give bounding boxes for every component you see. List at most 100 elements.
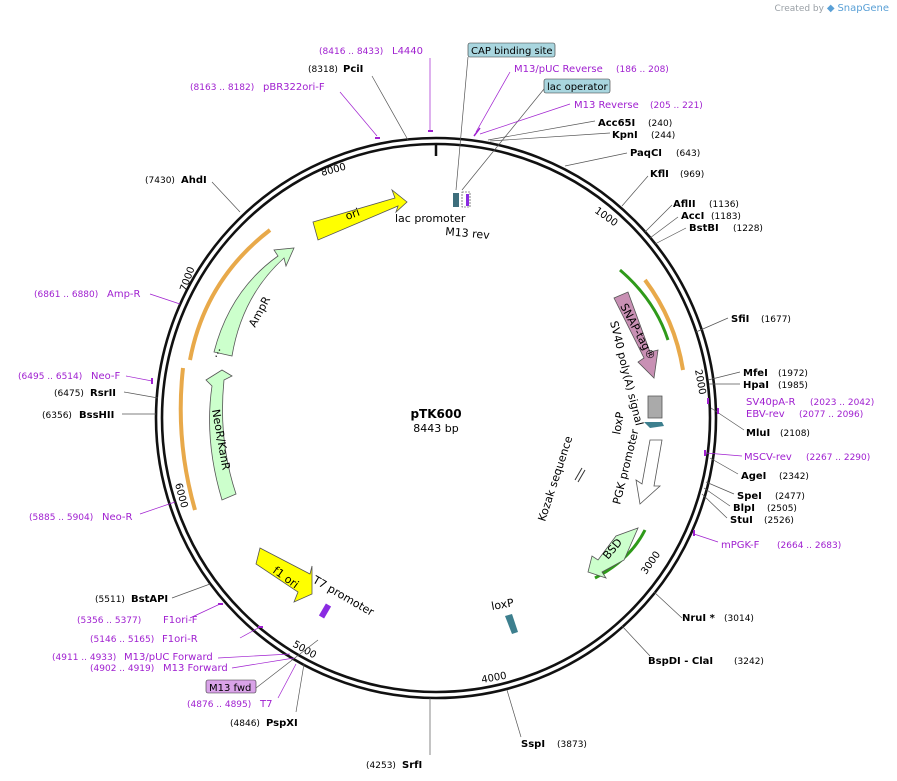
primer-m13-puc-reverse[interactable]: M13/pUC Reverse [514, 64, 603, 75]
enzyme-kfli[interactable]: KflI [650, 169, 669, 180]
enzyme-pspxi[interactable]: PspXI [266, 718, 298, 729]
ebv-rev-mark [717, 408, 719, 414]
m13-rev-label: M13 rev [445, 225, 491, 242]
enzyme-paqci[interactable]: PaqCI [630, 148, 662, 159]
t7-leader [277, 663, 297, 699]
primer-sv40pa-r[interactable]: SV40pA-R [746, 397, 795, 408]
feature-f1-ori[interactable] [255, 547, 313, 603]
enzyme-kfli-pos: (969) [680, 170, 704, 180]
primer-mscv-rev[interactable]: MSCV-rev [744, 452, 792, 463]
enzyme-rsrii-pos: (6475) [54, 389, 84, 399]
amp-r-leader [149, 293, 181, 305]
f1ori-f-leader [189, 603, 221, 619]
m13-puc-rev-mark [473, 127, 481, 137]
m13-puc-rev-leader [475, 71, 511, 133]
loxp-2-label: loxP [490, 596, 515, 613]
primer-t7[interactable]: T7 [259, 699, 272, 710]
primer-m13-puc-reverse-pos: (186 .. 208) [616, 65, 669, 75]
primer-mpgk-f-pos: (2664 .. 2683) [777, 541, 841, 551]
feature-loxp-1[interactable] [644, 422, 664, 428]
bstapi-leader [171, 583, 211, 599]
enzyme-bsshii-pos: (6356) [42, 411, 72, 421]
primer-m13-puc-forward[interactable]: M13/pUC Forward [124, 652, 213, 663]
mpgk-f-leader [693, 533, 719, 543]
feature-ori[interactable] [312, 188, 408, 241]
enzyme-bstapi[interactable]: BstAPI [131, 594, 168, 605]
badge-brand: SnapGene [837, 3, 889, 14]
snapgene-logo-icon: ◆ [826, 3, 835, 14]
primer-m13-reverse-pos: (205 .. 221) [650, 101, 703, 111]
lac-promoter-label: lac promoter [395, 212, 466, 225]
feature-ampr[interactable] [213, 247, 295, 357]
enzyme-blpi[interactable]: BlpI [733, 503, 755, 514]
enzyme-stui[interactable]: StuI [730, 515, 753, 526]
neo-orange-arc [178, 367, 197, 511]
enzyme-rsrii[interactable]: RsrII [90, 388, 116, 399]
enzyme-paqci-pos: (643) [676, 149, 700, 159]
enzyme-hpai[interactable]: HpaI [743, 380, 769, 391]
enzyme-sspi[interactable]: SspI [521, 739, 545, 750]
amp-orange-arc [188, 228, 272, 361]
kozak-mark-b [577, 469, 586, 483]
primer-ebv-rev-pos: (2077 .. 2096) [799, 410, 863, 420]
feature-pgk-promoter[interactable] [635, 439, 663, 505]
primer-neo-f[interactable]: Neo-F [91, 371, 121, 382]
kozak-mark-a [574, 467, 583, 481]
spei-leader [705, 481, 735, 495]
feature-ori-label: ori [344, 206, 362, 223]
primer-pbr322ori-f-pos: (8163 .. 8182) [190, 83, 254, 93]
tick-4000: 4000 [481, 671, 508, 686]
enzyme-agei-pos: (2342) [779, 472, 809, 482]
enzyme-bstbi[interactable]: BstBI [689, 223, 719, 234]
primer-neo-r[interactable]: Neo-R [102, 512, 133, 523]
paqci-leader [564, 152, 628, 167]
primer-mpgk-f[interactable]: mPGK-F [721, 540, 760, 551]
sspi-leader [506, 689, 522, 738]
feature-t7-promoter[interactable] [318, 603, 332, 619]
primer-f1ori-r[interactable]: F1ori-R [162, 634, 198, 645]
enzyme-spei[interactable]: SpeI [737, 491, 762, 502]
feature-bsd[interactable] [587, 527, 639, 579]
f1ori-f-mark [218, 603, 223, 605]
enzyme-mlui[interactable]: MluI [746, 428, 770, 439]
feature-neor-kanr[interactable] [205, 369, 237, 501]
enzyme-ahdi[interactable]: AhdI [181, 175, 207, 186]
enzyme-pcii[interactable]: PciI [343, 64, 363, 75]
primer-f1ori-f[interactable]: F1ori-F [163, 615, 198, 626]
enzyme-nrui[interactable]: NruI * [682, 613, 716, 624]
cap-binding-label[interactable]: CAP binding site [471, 46, 553, 57]
m13-fwd-leader [255, 639, 319, 689]
primer-m13-forward-pos: (4902 .. 4919) [90, 664, 154, 674]
feature-loxp-2[interactable] [505, 614, 518, 634]
enzyme-srfi[interactable]: SrfI [402, 760, 422, 771]
mscv-rev-mark [704, 450, 706, 456]
enzyme-mfei-pos: (1972) [778, 369, 808, 379]
enzyme-sfii[interactable]: SfiI [731, 314, 749, 325]
m13-puc-fwd-leader [217, 653, 291, 659]
nrui-leader [653, 591, 683, 619]
feature-sv40-polya[interactable] [647, 395, 663, 419]
enzyme-acc65i[interactable]: Acc65I [598, 118, 635, 129]
bspdi-leader [621, 625, 651, 657]
feature-snap-tag[interactable] [613, 291, 659, 379]
tick-3000: 3000 [639, 550, 663, 577]
enzyme-bsshii[interactable]: BssHII [79, 410, 114, 421]
enzyme-kpni[interactable]: KpnI [612, 130, 638, 141]
m13-fwd-label[interactable]: M13 fwd [209, 683, 251, 694]
primer-l4440[interactable]: L4440 [392, 46, 423, 57]
enzyme-bspdi-clai[interactable]: BspDI - ClaI [648, 656, 713, 667]
pbr322-leader [339, 91, 378, 137]
enzyme-aflii-pos: (1136) [709, 200, 739, 210]
lac-operator-label[interactable]: lac operator [547, 82, 608, 93]
acc65i-leader [487, 120, 596, 141]
primer-m13-forward[interactable]: M13 Forward [163, 663, 228, 674]
enzyme-aflii[interactable]: AflII [673, 199, 696, 210]
enzyme-acci[interactable]: AccI [681, 211, 704, 222]
primer-amp-r-pos: (6861 .. 6880) [34, 290, 98, 300]
primer-amp-r[interactable]: Amp-R [107, 289, 141, 300]
primer-ebv-rev[interactable]: EBV-rev [746, 409, 785, 420]
enzyme-agei[interactable]: AgeI [741, 471, 766, 482]
enzyme-mfei[interactable]: MfeI [743, 368, 768, 379]
primer-m13-reverse[interactable]: M13 Reverse [574, 100, 639, 111]
primer-pbr322ori-f[interactable]: pBR322ori-F [263, 82, 325, 93]
